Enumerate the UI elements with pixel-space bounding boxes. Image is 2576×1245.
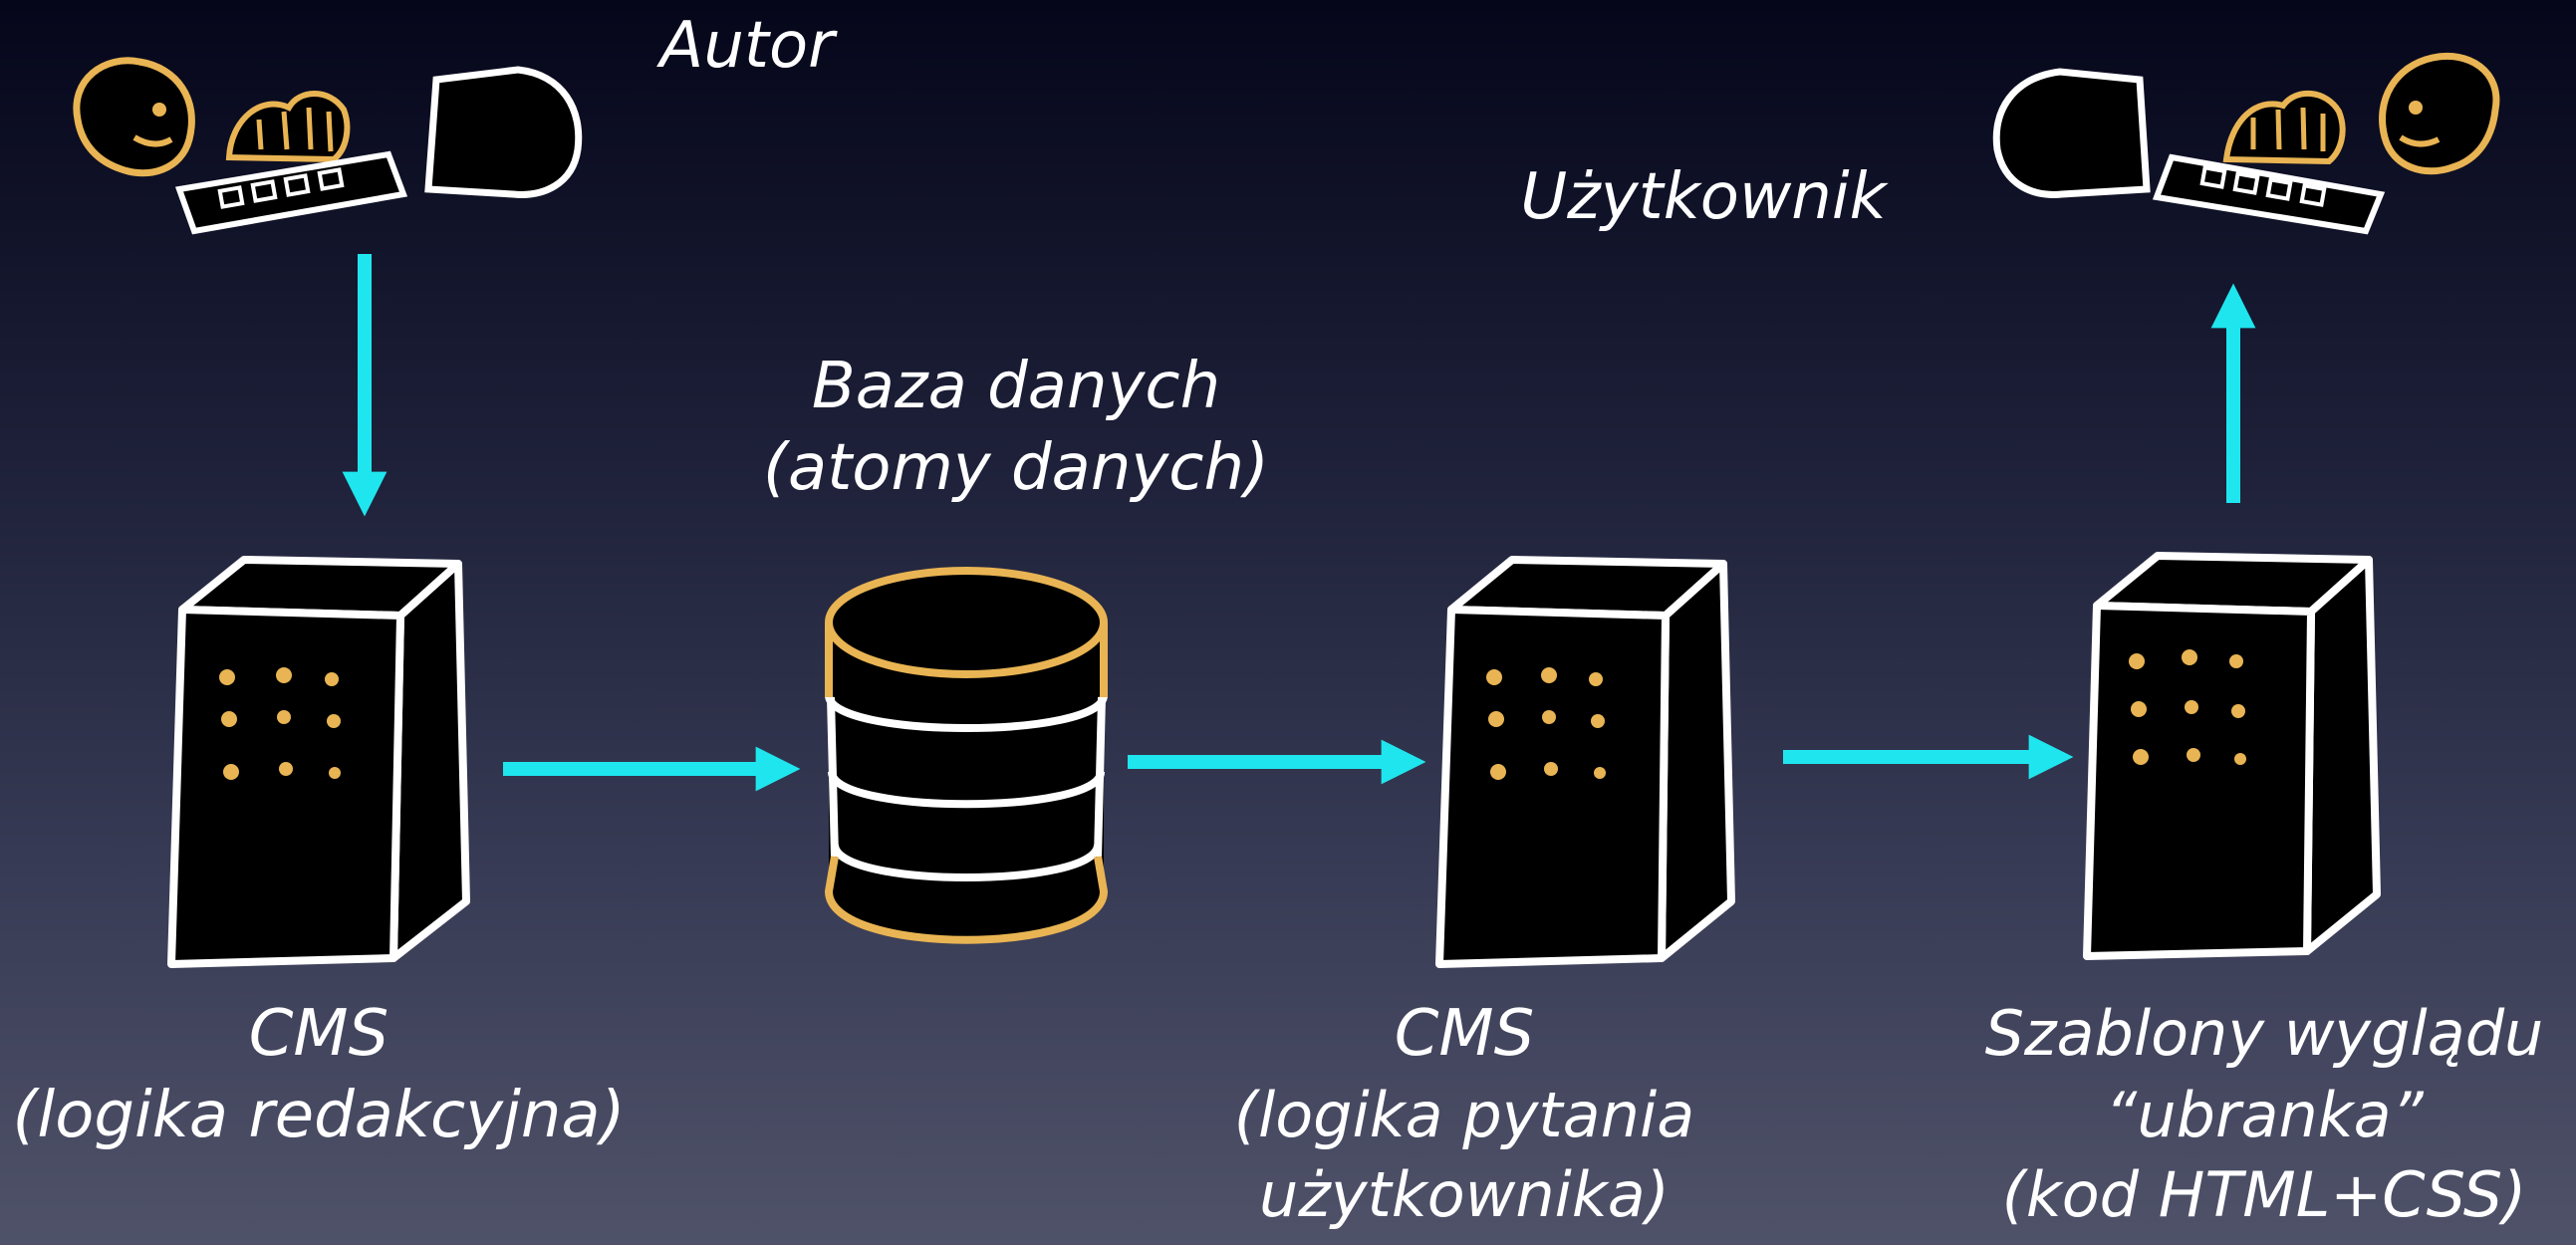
author-illustration — [73, 57, 583, 235]
user-head — [2379, 53, 2500, 175]
cms-editorial-subtitle: (logika redakcyjna) — [12, 1079, 626, 1152]
templates-title: Szablony wyglądu — [1984, 997, 2544, 1070]
templates-subtitle-1: “ubranka” — [2105, 1079, 2424, 1151]
cms-query-subtitle-2: użytkownika) — [1259, 1158, 1670, 1231]
database-title: Baza danych — [811, 350, 1221, 423]
author-label: Autor — [659, 9, 835, 83]
author-head — [73, 57, 195, 177]
cms-query-title: CMS — [1394, 997, 1535, 1071]
cms-editorial-server — [167, 556, 470, 968]
user-illustration — [1992, 53, 2500, 235]
template-server — [2083, 552, 2381, 960]
user-monitor — [1992, 68, 2151, 198]
cms-query-server — [1435, 556, 1735, 968]
author-monitor — [424, 66, 583, 198]
database-subtitle: (atomy danych) — [763, 431, 1269, 505]
cms-query-subtitle-1: (logika pytania — [1233, 1079, 1695, 1151]
cms-editorial-title: CMS — [248, 997, 389, 1071]
database-cylinder — [824, 567, 1109, 944]
user-label: Użytkownik — [1520, 160, 1887, 234]
templates-subtitle-2: (kod HTML+CSS) — [2001, 1158, 2527, 1231]
